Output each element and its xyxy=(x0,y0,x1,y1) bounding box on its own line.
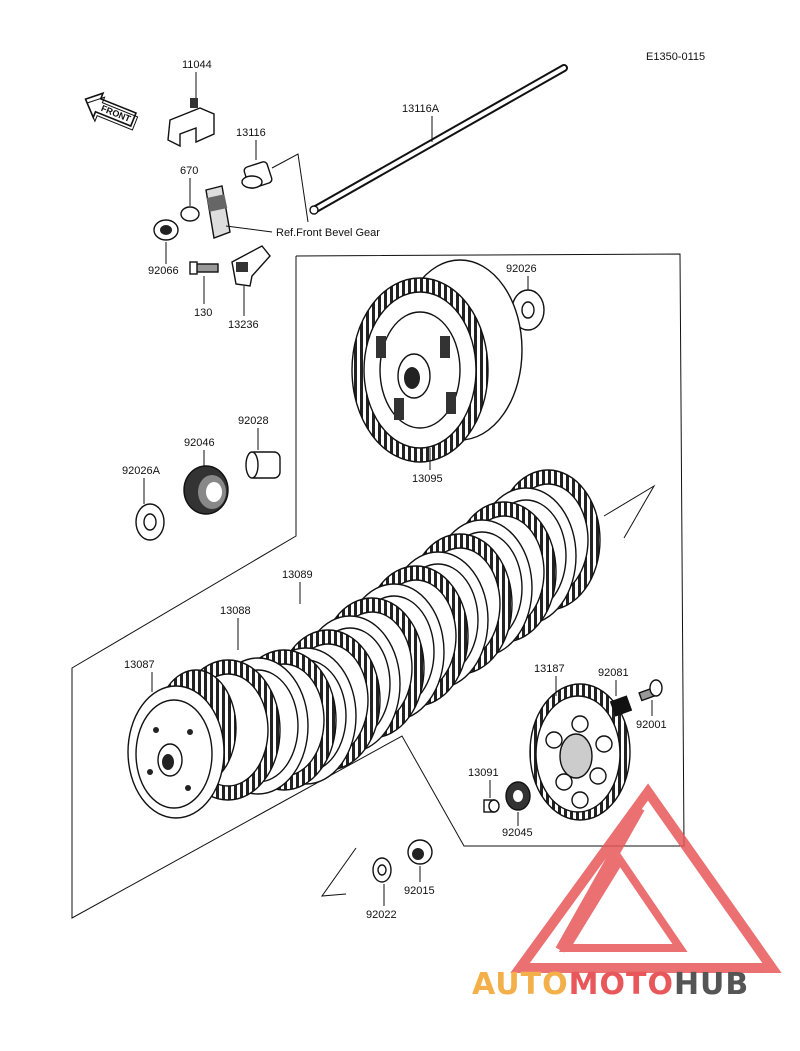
label-13236: 13236 xyxy=(228,319,259,331)
bracket-11044: 11044 xyxy=(167,59,215,148)
washer-92026: 92026 xyxy=(506,263,545,331)
spring-92081: 92081 xyxy=(598,667,633,717)
pin-13091: 13091 xyxy=(468,767,500,813)
gear-shaft: Ref.Front Bevel Gear xyxy=(205,185,380,239)
label-92026A: 92026A xyxy=(122,465,161,477)
clutch-hub-13087: 13087 xyxy=(124,659,237,819)
label-13091: 13091 xyxy=(468,767,499,779)
label-92028: 92028 xyxy=(238,415,269,427)
label-13116: 13116 xyxy=(236,127,266,139)
lever-13236: 13236 xyxy=(228,245,271,331)
label-92001: 92001 xyxy=(636,719,667,731)
needle-bearing-92046: 92046 xyxy=(183,437,229,515)
ref-note: Ref.Front Bevel Gear xyxy=(276,227,380,239)
label-13089: 13089 xyxy=(282,569,313,581)
washer-92022: 92022 xyxy=(320,847,397,921)
label-13116A: 13116A xyxy=(402,103,440,115)
cap-92066: 92066 xyxy=(148,219,179,277)
bushing-13116: 13116 xyxy=(236,127,309,223)
label-130: 130 xyxy=(194,307,212,319)
front-arrow-icon: FRONT xyxy=(84,91,139,131)
washer-92026A: 92026A xyxy=(122,465,165,541)
watermark-auto: AUTO xyxy=(472,967,569,1002)
watermark-logo xyxy=(510,783,782,973)
bolt-92001: 92001 xyxy=(636,679,667,731)
label-92022: 92022 xyxy=(366,909,397,921)
label-92015: 92015 xyxy=(404,885,435,897)
label-92026: 92026 xyxy=(506,263,537,275)
nut-92015: 92015 xyxy=(404,839,435,897)
pressure-plate-13187: 13187 xyxy=(529,663,631,821)
label-92081: 92081 xyxy=(598,667,629,679)
diagram-code: E1350-0115 xyxy=(646,51,705,63)
watermark-hub: HUB xyxy=(674,967,749,1002)
label-92066: 92066 xyxy=(148,265,179,277)
label-13095: 13095 xyxy=(412,473,443,485)
bearing-92045: 92045 xyxy=(502,781,533,839)
label-13087: 13087 xyxy=(124,659,155,671)
label-13187: 13187 xyxy=(534,663,565,675)
watermark-text: AUTOMOTOHUB xyxy=(472,967,749,1002)
guide-line xyxy=(603,484,656,539)
shaft-13116A: 13116A xyxy=(309,64,568,215)
sleeve-92028: 92028 xyxy=(238,415,281,479)
label-92045: 92045 xyxy=(502,827,533,839)
label-670: 670 xyxy=(180,165,198,177)
clutch-housing-13095: 13095 xyxy=(351,259,523,485)
watermark-moto: MOTO xyxy=(569,967,674,1002)
label-13088: 13088 xyxy=(220,605,251,617)
assembly-boundary xyxy=(71,253,685,919)
label-92046: 92046 xyxy=(184,437,215,449)
bolt-130: 130 xyxy=(189,261,219,319)
oring-670: 670 xyxy=(180,165,200,222)
label-11044: 11044 xyxy=(182,59,212,71)
